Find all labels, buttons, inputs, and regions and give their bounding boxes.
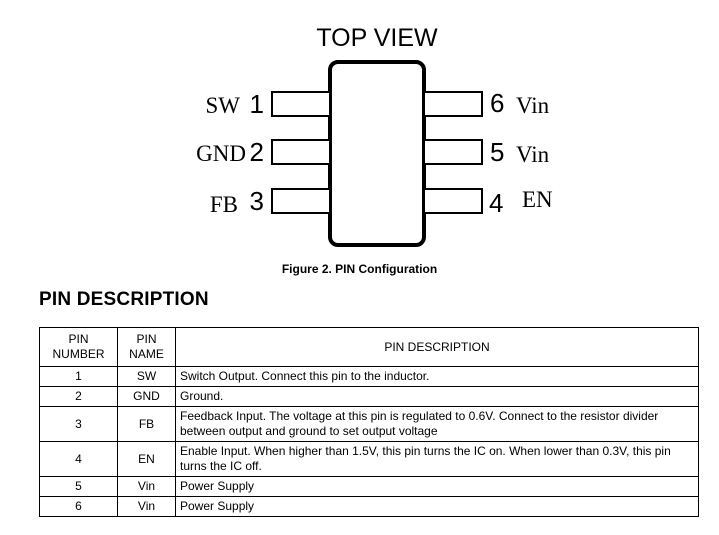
row-pin-number: 1: [39, 366, 118, 387]
chip-body: [328, 60, 426, 247]
table-row: 6 Vin Power Supply: [39, 496, 699, 517]
header-pin-description: PIN DESCRIPTION: [175, 327, 699, 367]
row-pin-number: 5: [39, 476, 118, 497]
table-row: 2 GND Ground.: [39, 386, 699, 407]
section-title: PIN DESCRIPTION: [39, 289, 209, 310]
pin-1-number: 1: [250, 89, 264, 119]
pin-3-number: 3: [250, 186, 264, 216]
pin-6-name: Vin: [516, 93, 550, 118]
table-header-row: PIN NUMBER PIN NAME PIN DESCRIPTION: [39, 327, 699, 367]
row-pin-name: FB: [117, 406, 176, 442]
pin-6-number: 6: [490, 88, 504, 118]
pin-3-lead: [271, 188, 331, 214]
pin-4-lead: [423, 188, 483, 214]
pin-2-name: GND: [196, 141, 246, 166]
header-pin-number: PIN NUMBER: [39, 327, 118, 367]
row-pin-number: 2: [39, 386, 118, 407]
pin-configuration-diagram: TOP VIEW SW 1 GND 2 FB 3 6 Vin 5 Vin 4 E…: [196, 24, 553, 247]
row-pin-description: Switch Output. Connect this pin to the i…: [175, 366, 699, 387]
row-pin-name: SW: [117, 366, 176, 387]
row-pin-number: 3: [39, 406, 118, 442]
pin-4-name: EN: [522, 187, 553, 212]
row-pin-description: Ground.: [175, 386, 699, 407]
pin-6-lead: [423, 91, 483, 117]
pin-1-name: SW: [206, 93, 241, 118]
row-pin-name: GND: [117, 386, 176, 407]
pin-4-number: 4: [489, 188, 503, 218]
top-view-title: TOP VIEW: [316, 24, 438, 52]
table-row: 1 SW Switch Output. Connect this pin to …: [39, 366, 699, 387]
pin-1-lead: [271, 91, 331, 117]
row-pin-name: Vin: [117, 496, 176, 517]
row-pin-description: Power Supply: [175, 476, 699, 497]
pin-5-name: Vin: [516, 142, 550, 167]
pin-2-number: 2: [250, 137, 264, 167]
table-row: 5 Vin Power Supply: [39, 476, 699, 497]
row-pin-description: Enable Input. When higher than 1.5V, thi…: [175, 441, 699, 477]
row-pin-number: 4: [39, 441, 118, 477]
row-pin-number: 6: [39, 496, 118, 517]
row-pin-name: EN: [117, 441, 176, 477]
table-row: 3 FB Feedback Input. The voltage at this…: [39, 406, 699, 442]
row-pin-description: Power Supply: [175, 496, 699, 517]
figure-caption: Figure 2. PIN Configuration: [281, 262, 438, 276]
row-pin-name: Vin: [117, 476, 176, 497]
row-pin-description: Feedback Input. The voltage at this pin …: [175, 406, 699, 442]
pin-5-number: 5: [490, 137, 504, 167]
table-row: 4 EN Enable Input. When higher than 1.5V…: [39, 441, 699, 477]
pin-3-name: FB: [210, 192, 238, 217]
header-pin-name: PIN NAME: [117, 327, 176, 367]
pin-2-lead: [271, 139, 331, 165]
pin-description-table: PIN NUMBER PIN NAME PIN DESCRIPTION 1 SW…: [39, 327, 699, 517]
pin-5-lead: [423, 139, 483, 165]
